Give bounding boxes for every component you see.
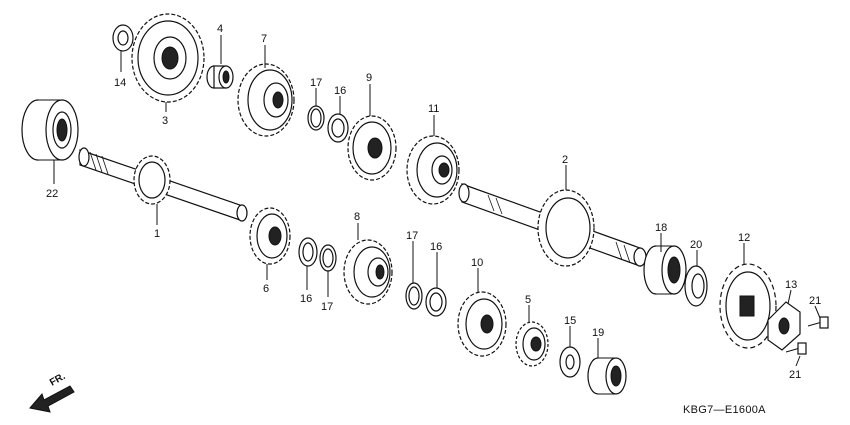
part-18-bearing (643, 245, 687, 295)
label-5: 5 (525, 294, 531, 306)
part-12-sprocket (719, 263, 777, 349)
part-16-washer-mid (298, 237, 318, 267)
label-14: 14 (114, 77, 126, 89)
label-16c: 16 (430, 241, 442, 253)
part-21-bolt-upper (807, 316, 829, 329)
front-direction-arrow (29, 385, 75, 413)
part-3-gear (131, 13, 205, 103)
label-3: 3 (162, 115, 168, 127)
part-20-seal (684, 265, 708, 307)
front-direction-label: FR. (48, 371, 68, 389)
label-22: 22 (46, 188, 58, 200)
label-11: 11 (428, 103, 439, 115)
label-16b: 16 (300, 293, 312, 305)
label-13: 13 (785, 279, 797, 291)
part-6-gear (249, 207, 291, 265)
part-2-countershaft (458, 183, 647, 267)
part-5-gear (515, 321, 549, 367)
label-18: 18 (655, 222, 667, 234)
label-21b: 21 (789, 369, 801, 381)
label-4: 4 (217, 23, 223, 35)
part-15-washer (559, 346, 581, 378)
diagram-code: KBG7—E1600A (683, 404, 766, 416)
label-19: 19 (592, 327, 604, 339)
part-1-mainshaft (78, 147, 248, 222)
leader-lines (53, 35, 821, 367)
part-16-washer-low (425, 287, 447, 317)
part-labels: 14 3 4 7 17 16 9 11 22 1 6 16 17 8 17 16… (46, 23, 821, 381)
label-21a: 21 (809, 295, 821, 307)
label-2: 2 (562, 154, 568, 166)
label-9: 9 (366, 72, 372, 84)
part-11-gear (406, 135, 460, 205)
part-10-gear (457, 291, 507, 357)
label-6: 6 (263, 283, 269, 295)
part-22-bearing (21, 99, 79, 161)
label-8: 8 (354, 211, 360, 223)
part-17-circlip-top (307, 105, 325, 131)
part-17-circlip-mid (319, 244, 337, 272)
label-17a: 17 (310, 77, 322, 89)
label-20: 20 (690, 239, 702, 251)
label-17c: 17 (406, 230, 418, 242)
label-17b: 17 (321, 301, 333, 313)
label-15: 15 (564, 315, 576, 327)
part-19-bearing (587, 357, 627, 395)
part-9-gear (347, 115, 397, 181)
label-16a: 16 (334, 85, 346, 97)
part-13-plate (767, 301, 801, 351)
part-7-gear (237, 63, 295, 137)
part-17-circlip-low (405, 282, 423, 310)
part-14-washer (112, 24, 134, 52)
label-10: 10 (471, 257, 483, 269)
part-16-washer-top (327, 113, 349, 143)
label-7: 7 (261, 33, 267, 45)
label-1: 1 (154, 228, 160, 240)
label-12: 12 (738, 232, 750, 244)
part-21-bolt-lower (785, 342, 807, 355)
part-4-bushing (206, 65, 234, 89)
part-8-gear (343, 239, 393, 305)
